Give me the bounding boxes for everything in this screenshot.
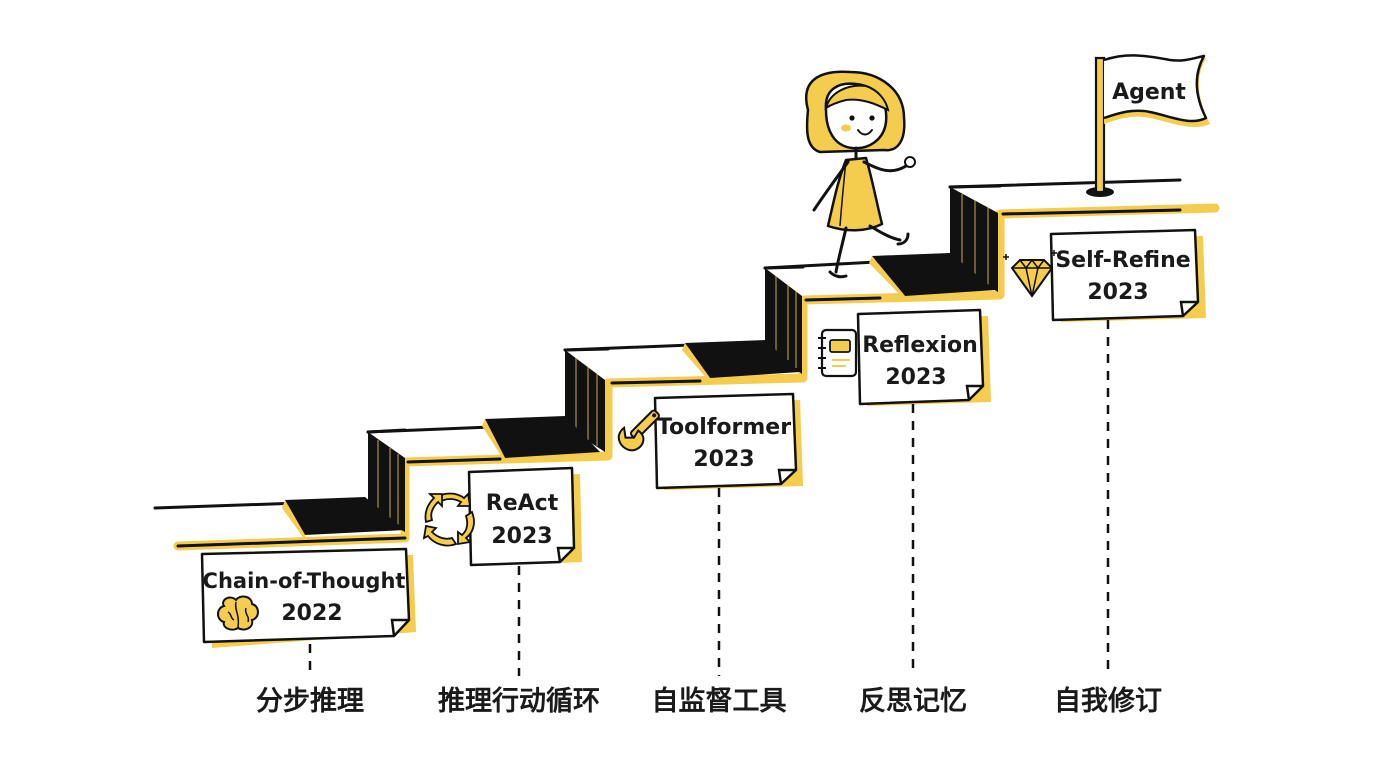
milestone-label: 自监督工具 xyxy=(652,685,787,717)
milestone-card-react: ReAct 2023 xyxy=(422,466,582,567)
notebook-icon xyxy=(818,328,858,378)
girl-climbing-icon xyxy=(805,70,916,279)
milestone-label: 反思记忆 xyxy=(859,686,967,717)
flag-icon: Agent xyxy=(1086,54,1210,197)
milestone-card-chain-of-thought: Chain-of-Thought 2022 xyxy=(200,547,416,648)
milestone-label: 分步推理 xyxy=(256,686,364,717)
dashed-connectors xyxy=(308,320,1110,676)
milestone-year: 2023 xyxy=(491,524,552,549)
milestone-year: 2022 xyxy=(281,601,342,626)
staircase xyxy=(153,178,1220,551)
milestone-label: 自我修订 xyxy=(1054,685,1162,717)
cycle-arrows-icon xyxy=(422,492,475,547)
milestone-name: Reflexion xyxy=(862,333,978,358)
milestone-card-self-refine: Self-Refine 2023 xyxy=(1003,228,1206,322)
bottom-labels: 分步推理 推理行动循环 自监督工具 反思记忆 自我修订 xyxy=(256,685,1162,717)
brain-icon xyxy=(217,595,259,631)
milestone-card-reflexion: Reflexion 2023 xyxy=(818,308,991,406)
milestone-year: 2023 xyxy=(885,365,946,390)
milestone-name: Self-Refine xyxy=(1055,248,1190,273)
milestone-name: Toolformer xyxy=(657,415,791,440)
milestone-label: 推理行动循环 xyxy=(438,685,600,717)
wrench-icon xyxy=(617,409,660,452)
milestone-name: ReAct xyxy=(486,491,559,516)
diamond-icon xyxy=(1003,250,1057,298)
milestone-year: 2023 xyxy=(1087,280,1148,305)
milestone-year: 2023 xyxy=(693,447,754,472)
milestone-card-toolformer: Toolformer 2023 xyxy=(617,392,803,490)
flag-text: Agent xyxy=(1112,80,1186,105)
milestone-name: Chain-of-Thought xyxy=(203,569,406,593)
